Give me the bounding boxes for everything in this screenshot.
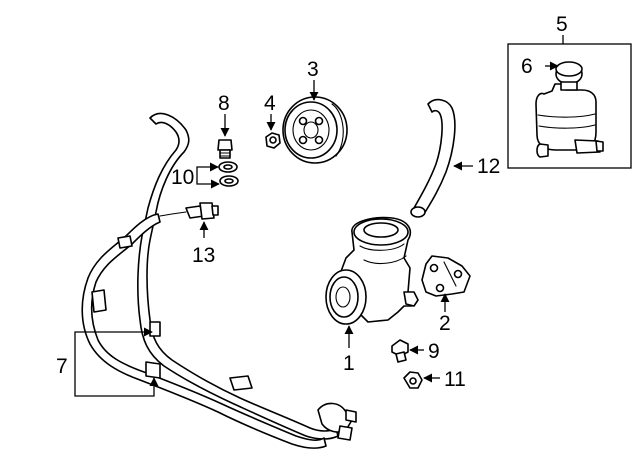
callout-5: 5 xyxy=(556,13,568,36)
pump-bracket xyxy=(421,255,471,297)
callout-8: 8 xyxy=(218,92,230,115)
callout-11: 11 xyxy=(444,368,466,391)
callout-13: 13 xyxy=(192,244,215,267)
callout-2: 2 xyxy=(439,312,451,335)
steering-pump xyxy=(325,216,419,325)
leader-lines xyxy=(74,61,559,397)
callout-6: 6 xyxy=(521,55,533,78)
return-line xyxy=(81,213,357,449)
callout-9: 9 xyxy=(428,340,440,363)
union-bolt xyxy=(217,139,233,159)
callout-3: 3 xyxy=(307,58,319,81)
reservoir-inset-box xyxy=(507,35,632,169)
mounting-bolt xyxy=(391,339,409,363)
callout-1: 1 xyxy=(343,352,355,375)
pulley-nut xyxy=(265,132,281,149)
suction-hose xyxy=(410,98,456,218)
reservoir-tank xyxy=(535,83,604,158)
mounting-nut xyxy=(403,371,423,389)
callout-12: 12 xyxy=(477,155,500,178)
washers xyxy=(218,161,239,187)
callout-labels: 1 2 3 4 5 6 7 8 9 10 11 12 13 xyxy=(56,13,568,391)
callout-4: 4 xyxy=(264,92,276,115)
reservoir-cap xyxy=(555,61,583,91)
callout-10: 10 xyxy=(171,166,194,189)
callout-7: 7 xyxy=(56,355,68,378)
pressure-switch xyxy=(159,202,219,220)
pulley xyxy=(282,96,348,164)
